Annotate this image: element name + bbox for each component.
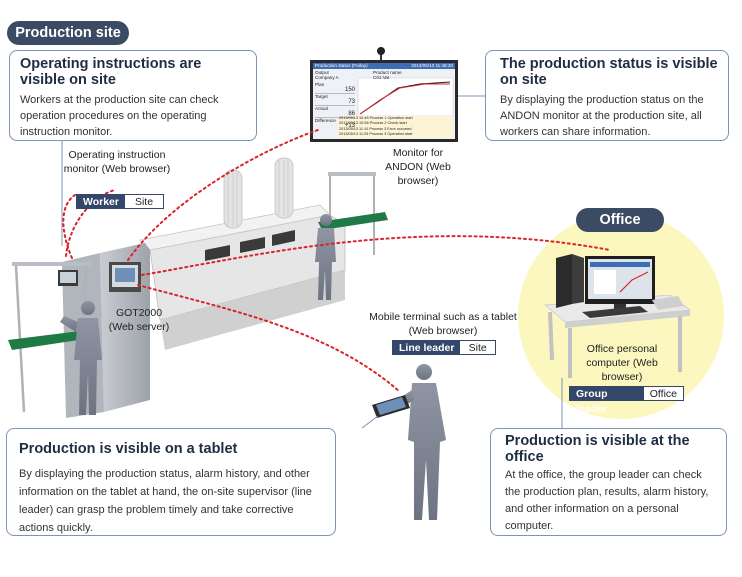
andon-stat-label: Difference: [315, 118, 336, 123]
andon-stat-rows: Plan 150 Target 73 Actual 86 Difference …: [315, 82, 355, 129]
andon-log-entry: 2013/05/13 11:10 Process 3 Error occurre…: [339, 126, 412, 131]
andon-log: 2013/05/13 10:48 Process 1 Operation sta…: [339, 116, 452, 137]
tag-place: Site: [460, 341, 495, 354]
office-pc-label: Office personal computer (Web browser): [586, 343, 658, 383]
got2000-label: GOT2000 (Web server): [108, 307, 170, 333]
andon-stat-label: Actual: [315, 106, 328, 111]
tag-role: Group leader: [570, 387, 644, 415]
andon-stat-label: Plan: [315, 82, 325, 87]
andon-stat-value: 73: [348, 98, 355, 105]
card-title: Production is visible on a tablet: [19, 441, 238, 457]
andon-monitor-label: Monitor for ANDON (Web browser): [385, 147, 451, 187]
office-badge: Office: [576, 208, 664, 232]
line-leader-site-tag: Line leader Site: [392, 340, 496, 355]
instruction-monitor-label: Operating instruction monitor (Web brows…: [63, 149, 171, 175]
andon-stat-row: Actual 86: [315, 106, 355, 118]
production-line: [139, 157, 388, 350]
andon-log-entry: 2013/05/13 10:58 Process 2 Check start: [339, 121, 407, 126]
card-production-status: The production status is visible on site…: [485, 50, 729, 141]
andon-title: Production status (Friday): [315, 63, 368, 68]
group-leader-office-tag: Group leader Office: [569, 386, 684, 415]
andon-output-label: Output: [315, 70, 329, 75]
card-body: At the office, the group leader can chec…: [505, 469, 709, 532]
tag-place: Site: [125, 195, 163, 208]
tag-role: Line leader: [393, 341, 461, 354]
andon-product-value: C01 Vat: [373, 75, 390, 80]
andon-stat-value: 86: [348, 110, 355, 117]
line-leader-figure: [394, 364, 446, 520]
tablet-device: [372, 395, 410, 418]
card-tablet: Production is visible on a tablet By dis…: [6, 428, 336, 536]
mobile-terminal-label: Mobile terminal such as a tablet (Web br…: [369, 311, 517, 337]
tag-place: Office: [643, 387, 683, 400]
callout-pointers: [61, 95, 563, 429]
network-connections: [62, 129, 611, 393]
andon-monitor-frame: [310, 47, 458, 142]
tag-role: Worker: [77, 195, 125, 208]
production-site-badge: Production site: [7, 21, 129, 45]
andon-date: 2013/05/13 11:48:30: [411, 63, 453, 68]
card-body: By displaying the production status, ala…: [19, 468, 312, 534]
andon-stat-row: Difference +13: [315, 118, 355, 129]
andon-stat-value: +13: [344, 122, 355, 129]
andon-output-value: Company A: [315, 75, 339, 80]
card-body: Workers at the production site can check…: [20, 94, 219, 138]
andon-log-entry: 2013/05/13 10:48 Process 1 Operation sta…: [339, 116, 413, 120]
worker-site-tag: Worker Site: [76, 194, 164, 209]
worker-figure-line: [315, 214, 336, 300]
card-body: By displaying the production status on t…: [500, 94, 704, 138]
andon-stat-value: 150: [344, 86, 355, 93]
card-operating-instructions: Operating instructions are visible on si…: [9, 50, 257, 141]
card-title: Operating instructions are visible on si…: [20, 56, 202, 88]
andon-product-label: Product name: [373, 70, 402, 75]
worker-figure-left: [60, 301, 102, 415]
andon-log-entry: 2013/05/13 11:25 Process 3 Operation sta…: [339, 131, 413, 136]
andon-stat-row: Plan 150: [315, 82, 355, 94]
andon-stat-row: Target 73: [315, 94, 355, 106]
card-title: The production status is visible on site: [500, 56, 718, 88]
andon-screen: Production status (Friday) 2013/05/13 11…: [313, 63, 455, 139]
office-desk: [544, 254, 692, 378]
andon-stat-label: Target: [315, 94, 328, 99]
card-title: Production is visible at the office: [505, 433, 690, 465]
card-office: Production is visible at the office At t…: [490, 428, 727, 536]
